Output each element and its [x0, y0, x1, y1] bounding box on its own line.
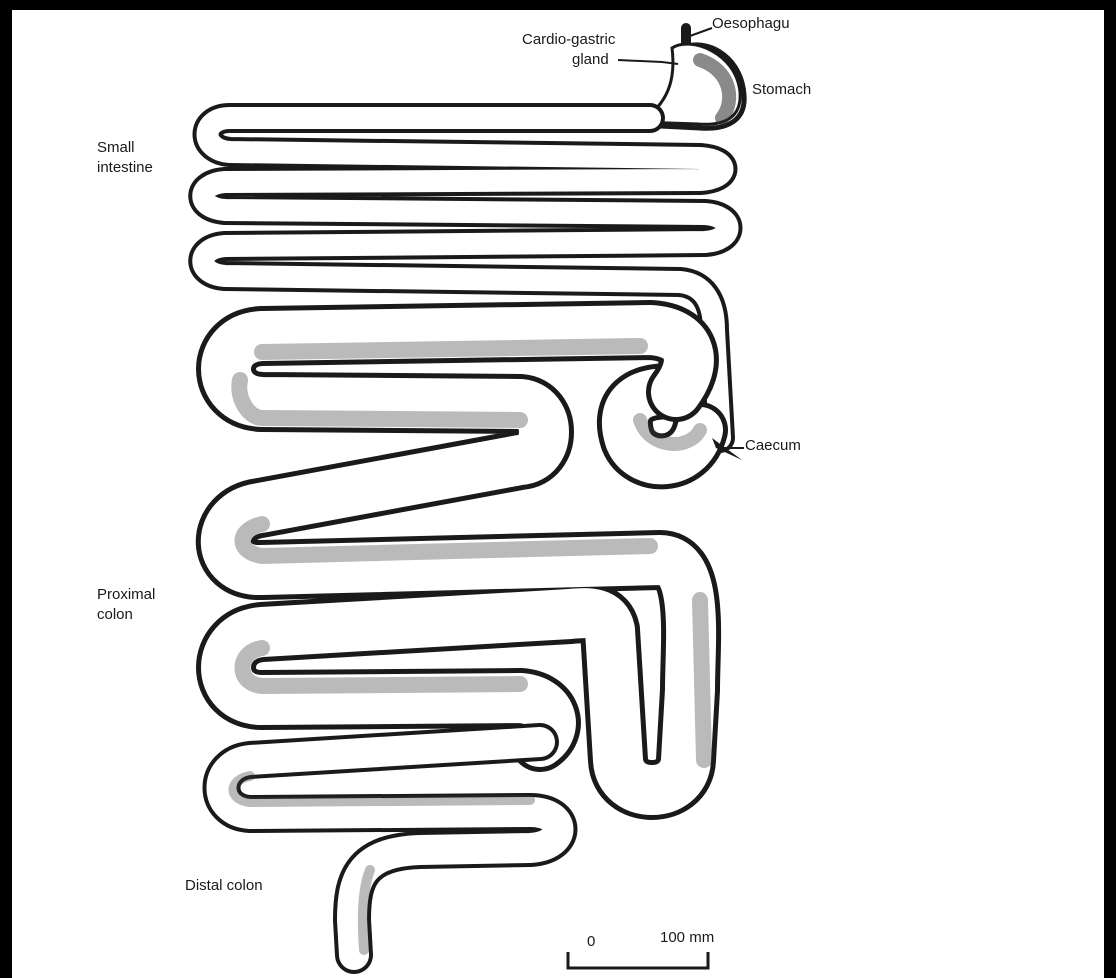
label-proximal-colon-line2: colon	[97, 605, 133, 624]
label-cardio-gastric-line2: gland	[572, 50, 609, 69]
leader-oesophagus	[690, 28, 712, 36]
label-proximal-colon-line1: Proximal	[97, 585, 155, 604]
leader-cardio-gastric	[618, 60, 678, 64]
label-small-intestine-line2: intestine	[97, 158, 153, 177]
label-stomach: Stomach	[752, 80, 811, 99]
label-small-intestine-line1: Small	[97, 138, 135, 157]
label-cardio-gastric-line1: Cardio-gastric	[522, 30, 615, 49]
label-distal-colon: Distal colon	[185, 876, 263, 895]
scale-bar	[568, 952, 708, 968]
label-oesophagus: Oesophagu	[712, 14, 790, 33]
label-caecum: Caecum	[745, 436, 801, 455]
scale-bar-zero-label: 0	[587, 932, 595, 951]
distal-colon-group	[222, 742, 559, 955]
scale-bar-length-label: 100 mm	[660, 928, 714, 947]
